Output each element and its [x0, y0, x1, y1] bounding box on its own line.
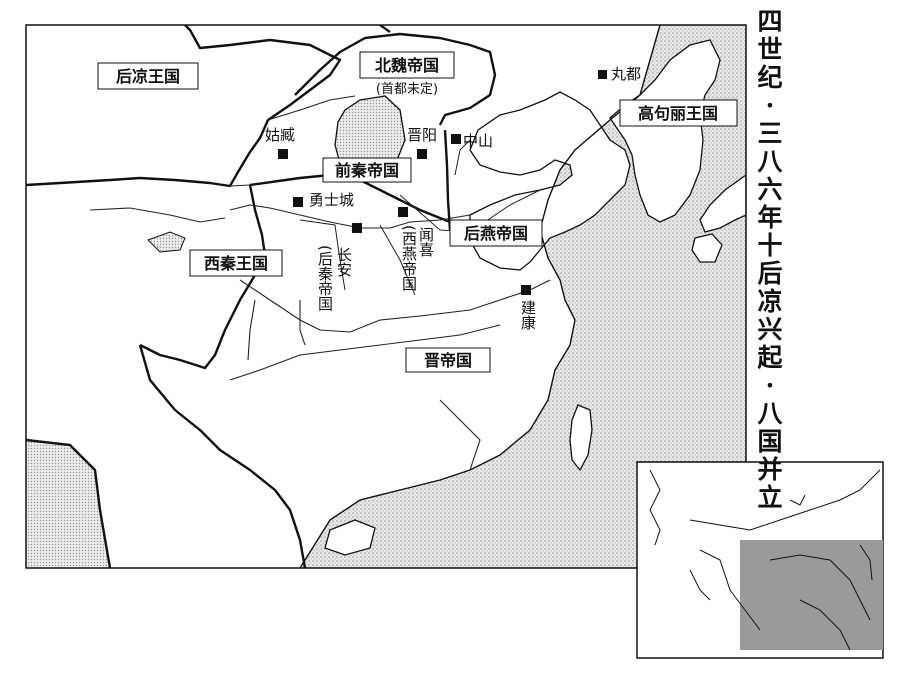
- city-labels: 丸都 姑臧 晋阳 中山 勇士城 长安 (后秦帝国 闻喜 (西燕帝国 建康: [265, 65, 641, 330]
- southwest-region: [26, 440, 110, 568]
- label-later-liang-text: 后凉王国: [116, 67, 180, 86]
- city-marker-yongshicheng: [293, 197, 303, 207]
- taiwan-island: [569, 404, 593, 472]
- label-later-yan: 后燕帝国: [449, 219, 543, 247]
- city-marker-wandu: [598, 70, 607, 79]
- label-former-qin: 前秦帝国: [322, 157, 412, 183]
- label-northern-wei: 北魏帝国 (首都未定): [359, 51, 455, 97]
- city-marker-zhongshan: [451, 134, 461, 144]
- map-title: 四 世 纪 · 三 八 六 年 十 后 凉 兴 起 · 八 国 并 立: [755, 8, 785, 512]
- city-label-western-yan-note: (西燕帝国: [400, 225, 418, 291]
- city-label-jiankang: 建康: [519, 300, 537, 330]
- city-label-wandu: 丸都: [611, 65, 641, 83]
- state-labels: 后凉王国 北魏帝国 (首都未定) 高句丽王国 前秦帝国 西秦王国 后燕帝国 晋帝…: [97, 51, 738, 373]
- label-jin-text: 晋帝国: [424, 351, 472, 370]
- label-former-qin-text: 前秦帝国: [335, 161, 399, 180]
- label-jin: 晋帝国: [405, 347, 491, 373]
- city-markers: [278, 70, 607, 295]
- inset-highlight-area: [740, 540, 883, 650]
- city-marker-jiankang: [521, 285, 531, 295]
- city-label-guzang: 姑臧: [265, 126, 295, 144]
- label-western-qin: 西秦王国: [189, 249, 283, 277]
- label-later-liang: 后凉王国: [97, 62, 199, 90]
- city-marker-guzang: [278, 149, 288, 159]
- city-marker-jinyang: [417, 149, 427, 159]
- label-western-qin-text: 西秦王国: [204, 254, 268, 273]
- inset-map: [636, 461, 884, 659]
- city-label-zhongshan: 中山: [463, 132, 493, 150]
- japan-island: [699, 174, 746, 233]
- label-goguryeo: 高句丽王国: [619, 99, 738, 127]
- label-goguryeo-text: 高句丽王国: [638, 104, 718, 123]
- label-northern-wei-text: 北魏帝国: [375, 56, 439, 75]
- city-marker-wenxi: [398, 207, 408, 217]
- korean-peninsula: [609, 39, 721, 223]
- city-label-changan: 长安: [335, 247, 353, 277]
- city-marker-changan: [352, 223, 362, 233]
- title-line2: 后 凉 兴 起 · 八 国 并 立: [757, 259, 783, 512]
- label-later-yan-text: 后燕帝国: [464, 224, 528, 243]
- city-label-jinyang: 晋阳: [407, 126, 437, 144]
- city-label-later-qin-note: (后秦帝国: [316, 245, 334, 311]
- city-label-wenxi: 闻喜: [417, 227, 435, 257]
- title-line1: 四 世 纪 · 三 八 六 年 十: [757, 7, 783, 260]
- label-northern-wei-note: (首都未定): [376, 82, 438, 97]
- rivers: [89, 204, 551, 471]
- city-label-yongshicheng: 勇士城: [309, 191, 354, 209]
